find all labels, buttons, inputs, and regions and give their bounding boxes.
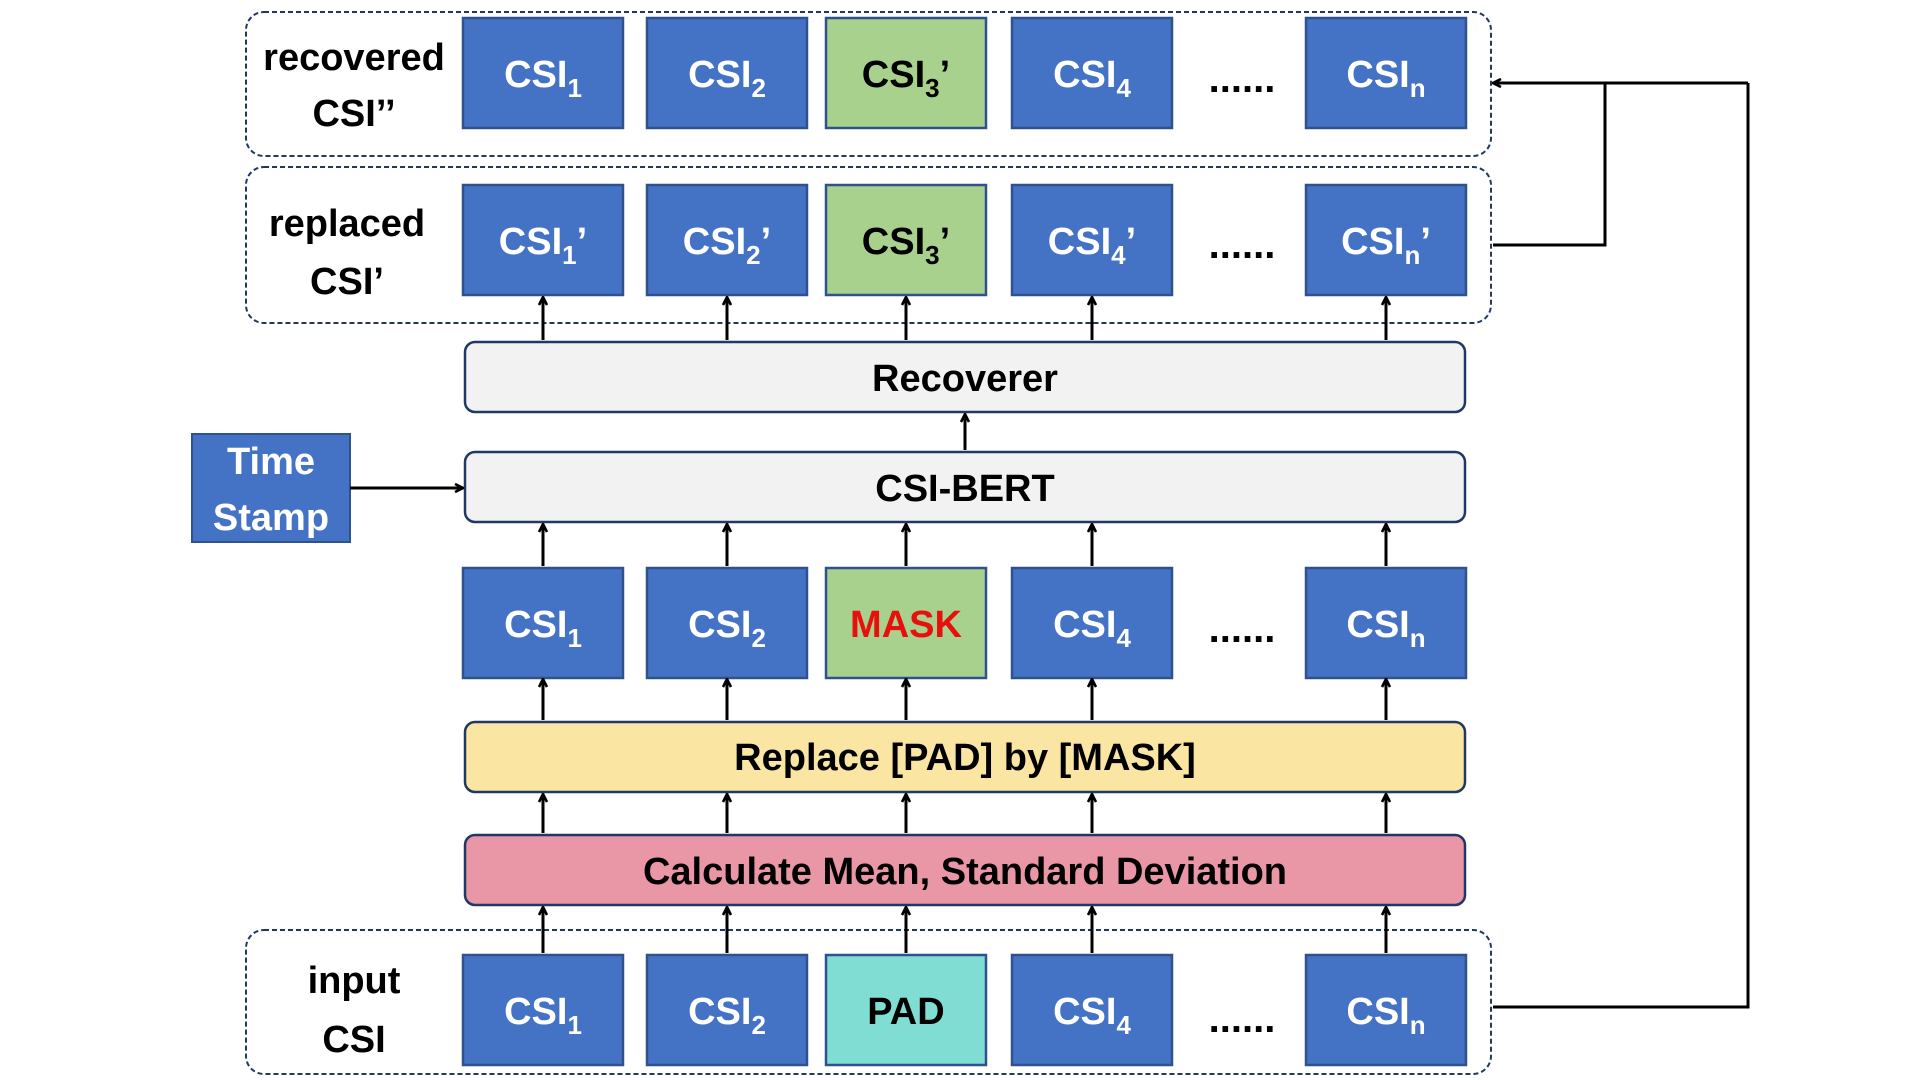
recovered-cell-box xyxy=(824,16,988,130)
recovered-cell-label: CSI4 xyxy=(1053,54,1131,103)
time-stamp-box xyxy=(191,433,351,543)
replaced-ellipsis: ...... xyxy=(1209,223,1276,267)
masked-cell-box xyxy=(1304,566,1468,680)
replaced-csi-row: CSI1’ CSI2’ CSI3’ CSI4’ CSIn’ xyxy=(461,183,1468,297)
input-cell-box xyxy=(461,953,625,1067)
recovered-cell-label: CSIn xyxy=(1346,54,1425,103)
input-cell-label: CSIn xyxy=(1346,991,1425,1040)
input-cell-2: CSI2 xyxy=(645,953,809,1067)
input-cell-label: CSI2 xyxy=(688,991,766,1040)
replaced-cell-1: CSI1’ xyxy=(461,183,625,297)
masked-cell-label: CSI4 xyxy=(1053,604,1131,653)
replaced-cell-label: CSI1’ xyxy=(499,221,587,270)
recovered-ellipsis: ...... xyxy=(1209,57,1276,101)
recovered-cell-box xyxy=(645,16,809,130)
replaced-label-line2: CSI’ xyxy=(310,261,384,303)
recovered-cell-box xyxy=(461,16,625,130)
replaced-cell-label: CSI3’ xyxy=(862,221,950,270)
masked-cell-5: CSIn xyxy=(1304,566,1468,680)
recovered-cell-2: CSI2 xyxy=(645,16,809,130)
replace-label: Replace [PAD] by [MASK] xyxy=(734,737,1196,779)
input-cell-label: CSI1 xyxy=(504,991,582,1040)
replaced-row-container xyxy=(245,166,1492,324)
input-feedback-line xyxy=(1493,83,1750,1009)
masked-cell-label: CSIn xyxy=(1346,604,1425,653)
input-cell-box xyxy=(1304,953,1468,1067)
input-cell-label: PAD xyxy=(867,991,944,1033)
connection-arrows xyxy=(350,83,1750,1009)
replaced-cell-box xyxy=(1304,183,1468,297)
replaced-cell-label: CSI4’ xyxy=(1048,221,1136,270)
time-stamp-line2: Stamp xyxy=(213,497,329,539)
masked-cell-2: CSI2 xyxy=(645,566,809,680)
input-row-container xyxy=(245,929,1492,1075)
calculate-label: Calculate Mean, Standard Deviation xyxy=(643,851,1287,893)
input-cell-4: CSI4 xyxy=(1010,953,1174,1067)
masked-cell-box xyxy=(1010,566,1174,680)
replaced-cell-label: CSIn’ xyxy=(1341,221,1431,270)
masked-ellipsis: ...... xyxy=(1209,607,1276,651)
replaced-cell-3: CSI3’ xyxy=(824,183,988,297)
recoverer-label: Recoverer xyxy=(872,358,1058,400)
input-cell-box xyxy=(645,953,809,1067)
replaced-label-line1: replaced xyxy=(269,203,425,245)
recovered-cell-label: CSI2 xyxy=(688,54,766,103)
csi-bert-label: CSI-BERT xyxy=(875,468,1054,510)
masked-cell-3: MASK xyxy=(824,566,988,680)
input-label-line2: CSI xyxy=(322,1019,385,1061)
replaced-cell-box xyxy=(645,183,809,297)
recovered-cell-label: CSI3’ xyxy=(862,54,950,103)
replaced-feedback-line xyxy=(1493,83,1607,247)
replaced-cell-4: CSI4’ xyxy=(1010,183,1174,297)
replaced-cell-box xyxy=(824,183,988,297)
recovered-row-container xyxy=(245,11,1492,157)
masked-csi-row: CSI1 CSI2 MASK CSI4 CSIn xyxy=(461,566,1468,680)
replaced-cell-5: CSIn’ xyxy=(1304,183,1468,297)
masked-cell-box xyxy=(461,566,625,680)
recovered-cell-3: CSI3’ xyxy=(824,16,988,130)
input-cell-box xyxy=(824,953,988,1067)
recovered-csi-row: CSI1 CSI2 CSI3’ CSI4 CSIn xyxy=(461,16,1468,130)
masked-cell-4: CSI4 xyxy=(1010,566,1174,680)
masked-cell-1: CSI1 xyxy=(461,566,625,680)
recovered-label-line2: CSI’’ xyxy=(312,93,395,135)
recovered-label-line1: recovered xyxy=(263,37,445,79)
input-csi-row: CSI1 CSI2 PAD CSI4 CSIn xyxy=(461,953,1468,1067)
masked-cell-label: CSI1 xyxy=(504,604,582,653)
replaced-cell-2: CSI2’ xyxy=(645,183,809,297)
input-cell-label: CSI4 xyxy=(1053,991,1131,1040)
input-cell-1: CSI1 xyxy=(461,953,625,1067)
calculate-bar xyxy=(463,833,1467,907)
recovered-cell-label: CSI1 xyxy=(504,54,582,103)
input-cell-box xyxy=(1010,953,1174,1067)
input-label-line1: input xyxy=(308,960,401,1002)
input-ellipsis: ...... xyxy=(1209,997,1276,1041)
replace-bar xyxy=(463,720,1467,794)
masked-cell-label: CSI2 xyxy=(688,604,766,653)
masked-cell-box xyxy=(824,566,988,680)
recoverer-bar xyxy=(463,340,1467,414)
csi-bert-bar xyxy=(463,450,1467,524)
recovered-cell-box xyxy=(1010,16,1174,130)
input-cell-3: PAD xyxy=(824,953,988,1067)
input-cell-5: CSIn xyxy=(1304,953,1468,1067)
recovered-cell-box xyxy=(1304,16,1468,130)
recovered-cell-1: CSI1 xyxy=(461,16,625,130)
time-stamp-line1: Time xyxy=(227,441,315,483)
replaced-cell-label: CSI2’ xyxy=(683,221,771,270)
replaced-cell-box xyxy=(461,183,625,297)
masked-cell-label: MASK xyxy=(850,604,962,646)
replaced-cell-box xyxy=(1010,183,1174,297)
recovered-cell-5: CSIn xyxy=(1304,16,1468,130)
recovered-cell-4: CSI4 xyxy=(1010,16,1174,130)
